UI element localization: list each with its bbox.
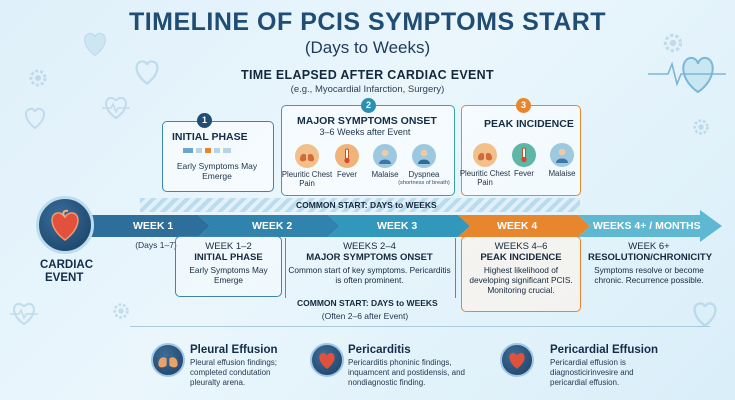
phase-2-number: 2 (361, 98, 376, 113)
block-initial-card (175, 236, 282, 297)
heart-pulse-icon (648, 56, 726, 94)
heart-icon (319, 352, 335, 369)
week-4-label: WEEK 4 (497, 220, 538, 232)
page-title: TIMELINE OF PCIS SYMPTOMS START (128, 8, 607, 36)
phase-2-subtitle: 3–6 Weeks after Event (319, 127, 411, 137)
pleural-effusion-title: Pleural Effusion (190, 344, 278, 356)
heart-icon (25, 107, 45, 130)
block-peak: WEEKS 4–6 PEAK INCIDENCE Highest likelih… (463, 241, 579, 296)
timeline-arrow (88, 210, 722, 242)
lungs-circle (151, 343, 185, 377)
symptom-label: Malaise (548, 169, 576, 178)
pericardial-effusion-text: Pericardial effusion is diagnosticirinve… (550, 358, 634, 387)
block-title: RESOLUTION/CHRONICITY (588, 252, 713, 263)
person-icon (379, 149, 391, 164)
week-1-label: WEEK 1 (133, 220, 174, 232)
heart-icon (84, 32, 106, 57)
symptom-malaise: Malaise (532, 143, 592, 179)
symptom-chest-pain: Pleuritic Chest Pain (455, 143, 515, 187)
block-week: WEEKS 4–6 (494, 241, 548, 252)
heart-pulse-icon (10, 302, 38, 326)
symptom-label: Dyspnea (408, 170, 440, 179)
divider-line (285, 238, 286, 298)
symptom-chest-pain: Pleuritic Chest Pain (277, 144, 337, 188)
heart-circle (310, 343, 344, 377)
symptom-dyspnea: Dyspnea (shortness of breath) (394, 144, 454, 186)
symptom-fever: Fever (494, 143, 554, 179)
symptom-label: Fever (514, 169, 534, 178)
phase-1-desc: Early Symptoms May Emerge (176, 161, 258, 182)
lungs-icon (158, 351, 178, 368)
block-resolution: WEEK 6+ RESOLUTION/CHRONICITY Symptoms r… (588, 241, 713, 286)
heart-icon (135, 60, 159, 85)
heart-pulse-icon (102, 96, 130, 120)
gear-icon (29, 69, 47, 87)
block-peak-card (461, 236, 581, 312)
block-title: MAJOR SYMPTOMS ONSET (306, 252, 433, 263)
pericardial-effusion-title: Pericardial Effusion (550, 344, 659, 356)
thermometer-icon (521, 147, 527, 163)
block-major: WEEKS 2–4 MAJOR SYMPTOMS ONSET Common st… (287, 241, 452, 286)
heart-icon (693, 302, 717, 327)
common-start-bottom-sub: (Often 2–6 after Event) (321, 311, 409, 321)
gear-icon (113, 303, 129, 319)
block-desc: Symptoms resolve or become chronic. Recu… (594, 265, 704, 285)
weeks-4-plus-label: WEEKS 4+ / MONTHS (593, 220, 701, 232)
heart-circle (500, 343, 534, 377)
block-initial: WEEK 1–2 INITIAL PHASE Early Symptoms Ma… (176, 241, 281, 286)
breath-icon (418, 149, 430, 164)
block-week: WEEK 1–2 (205, 241, 252, 252)
block-desc: Common start of key symptoms. Pericardit… (288, 265, 451, 285)
phase-1-title: INITIAL PHASE (172, 131, 248, 143)
pericarditis-title: Pericarditis (348, 344, 411, 356)
symptom-fever: Fever (317, 144, 377, 180)
symptom-label: Fever (337, 170, 357, 179)
gear-icon (693, 119, 709, 135)
phase-2-title: MAJOR SYMPTOMS ONSET (297, 115, 437, 127)
page-subtitle: (Days to Weeks) (304, 38, 431, 57)
block-desc: Highest likelihood of developing signifi… (469, 265, 573, 295)
common-start-top: COMMON START: DAYS to WEEKS (296, 200, 437, 210)
pleural-effusion-text: Pleural effusion findings; completed con… (190, 358, 278, 387)
cardiac-event-line1: CARDIAC (40, 259, 94, 271)
symptom-note: (shortness of breath) (398, 179, 450, 186)
symptom-label: Malaise (371, 170, 399, 179)
lungs-icon (300, 150, 314, 162)
block-week: WEEK 6+ (628, 241, 670, 252)
phase-3-title: PEAK INCIDENCE (484, 118, 574, 130)
divider-line (455, 238, 456, 298)
symptom-label: Pleuritic Chest Pain (459, 169, 511, 187)
week-1-sub: (Days 1–7) (135, 240, 177, 250)
phase-1-card (162, 121, 274, 192)
person-icon (556, 148, 568, 163)
block-week: WEEKS 2–4 (343, 241, 396, 252)
block-title: INITIAL PHASE (194, 252, 263, 263)
week-3-label: WEEK 3 (377, 220, 418, 232)
bottom-divider (130, 326, 710, 327)
progress-indicator (183, 148, 231, 153)
block-title: PEAK INCIDENCE (480, 252, 562, 263)
phase-3-number: 3 (516, 98, 531, 113)
gear-icon (663, 33, 683, 53)
lungs-icon (478, 149, 492, 161)
thermometer-icon (344, 148, 350, 164)
week-2-label: WEEK 2 (252, 220, 293, 232)
phase-1-number: 1 (197, 113, 212, 128)
elapsed-subtitle: (e.g., Myocardial Infarction, Surgery) (290, 84, 445, 95)
block-desc: Early Symptoms May Emerge (189, 265, 268, 285)
cardiac-event-line2: EVENT (45, 272, 84, 284)
cardiac-event-badge (36, 196, 94, 254)
common-start-band (140, 198, 580, 212)
symptom-label: Pleuritic Chest Pain (281, 170, 333, 188)
elapsed-title: TIME ELAPSED AFTER CARDIAC EVENT (241, 68, 494, 82)
symptom-malaise: Malaise (355, 144, 415, 180)
heart-icon (51, 209, 79, 241)
common-start-bottom: COMMON START: DAYS to WEEKS (297, 298, 438, 308)
pericarditis-text: Pericarditis phoninic findings, inquamce… (348, 358, 465, 387)
heart-icon (509, 352, 525, 369)
